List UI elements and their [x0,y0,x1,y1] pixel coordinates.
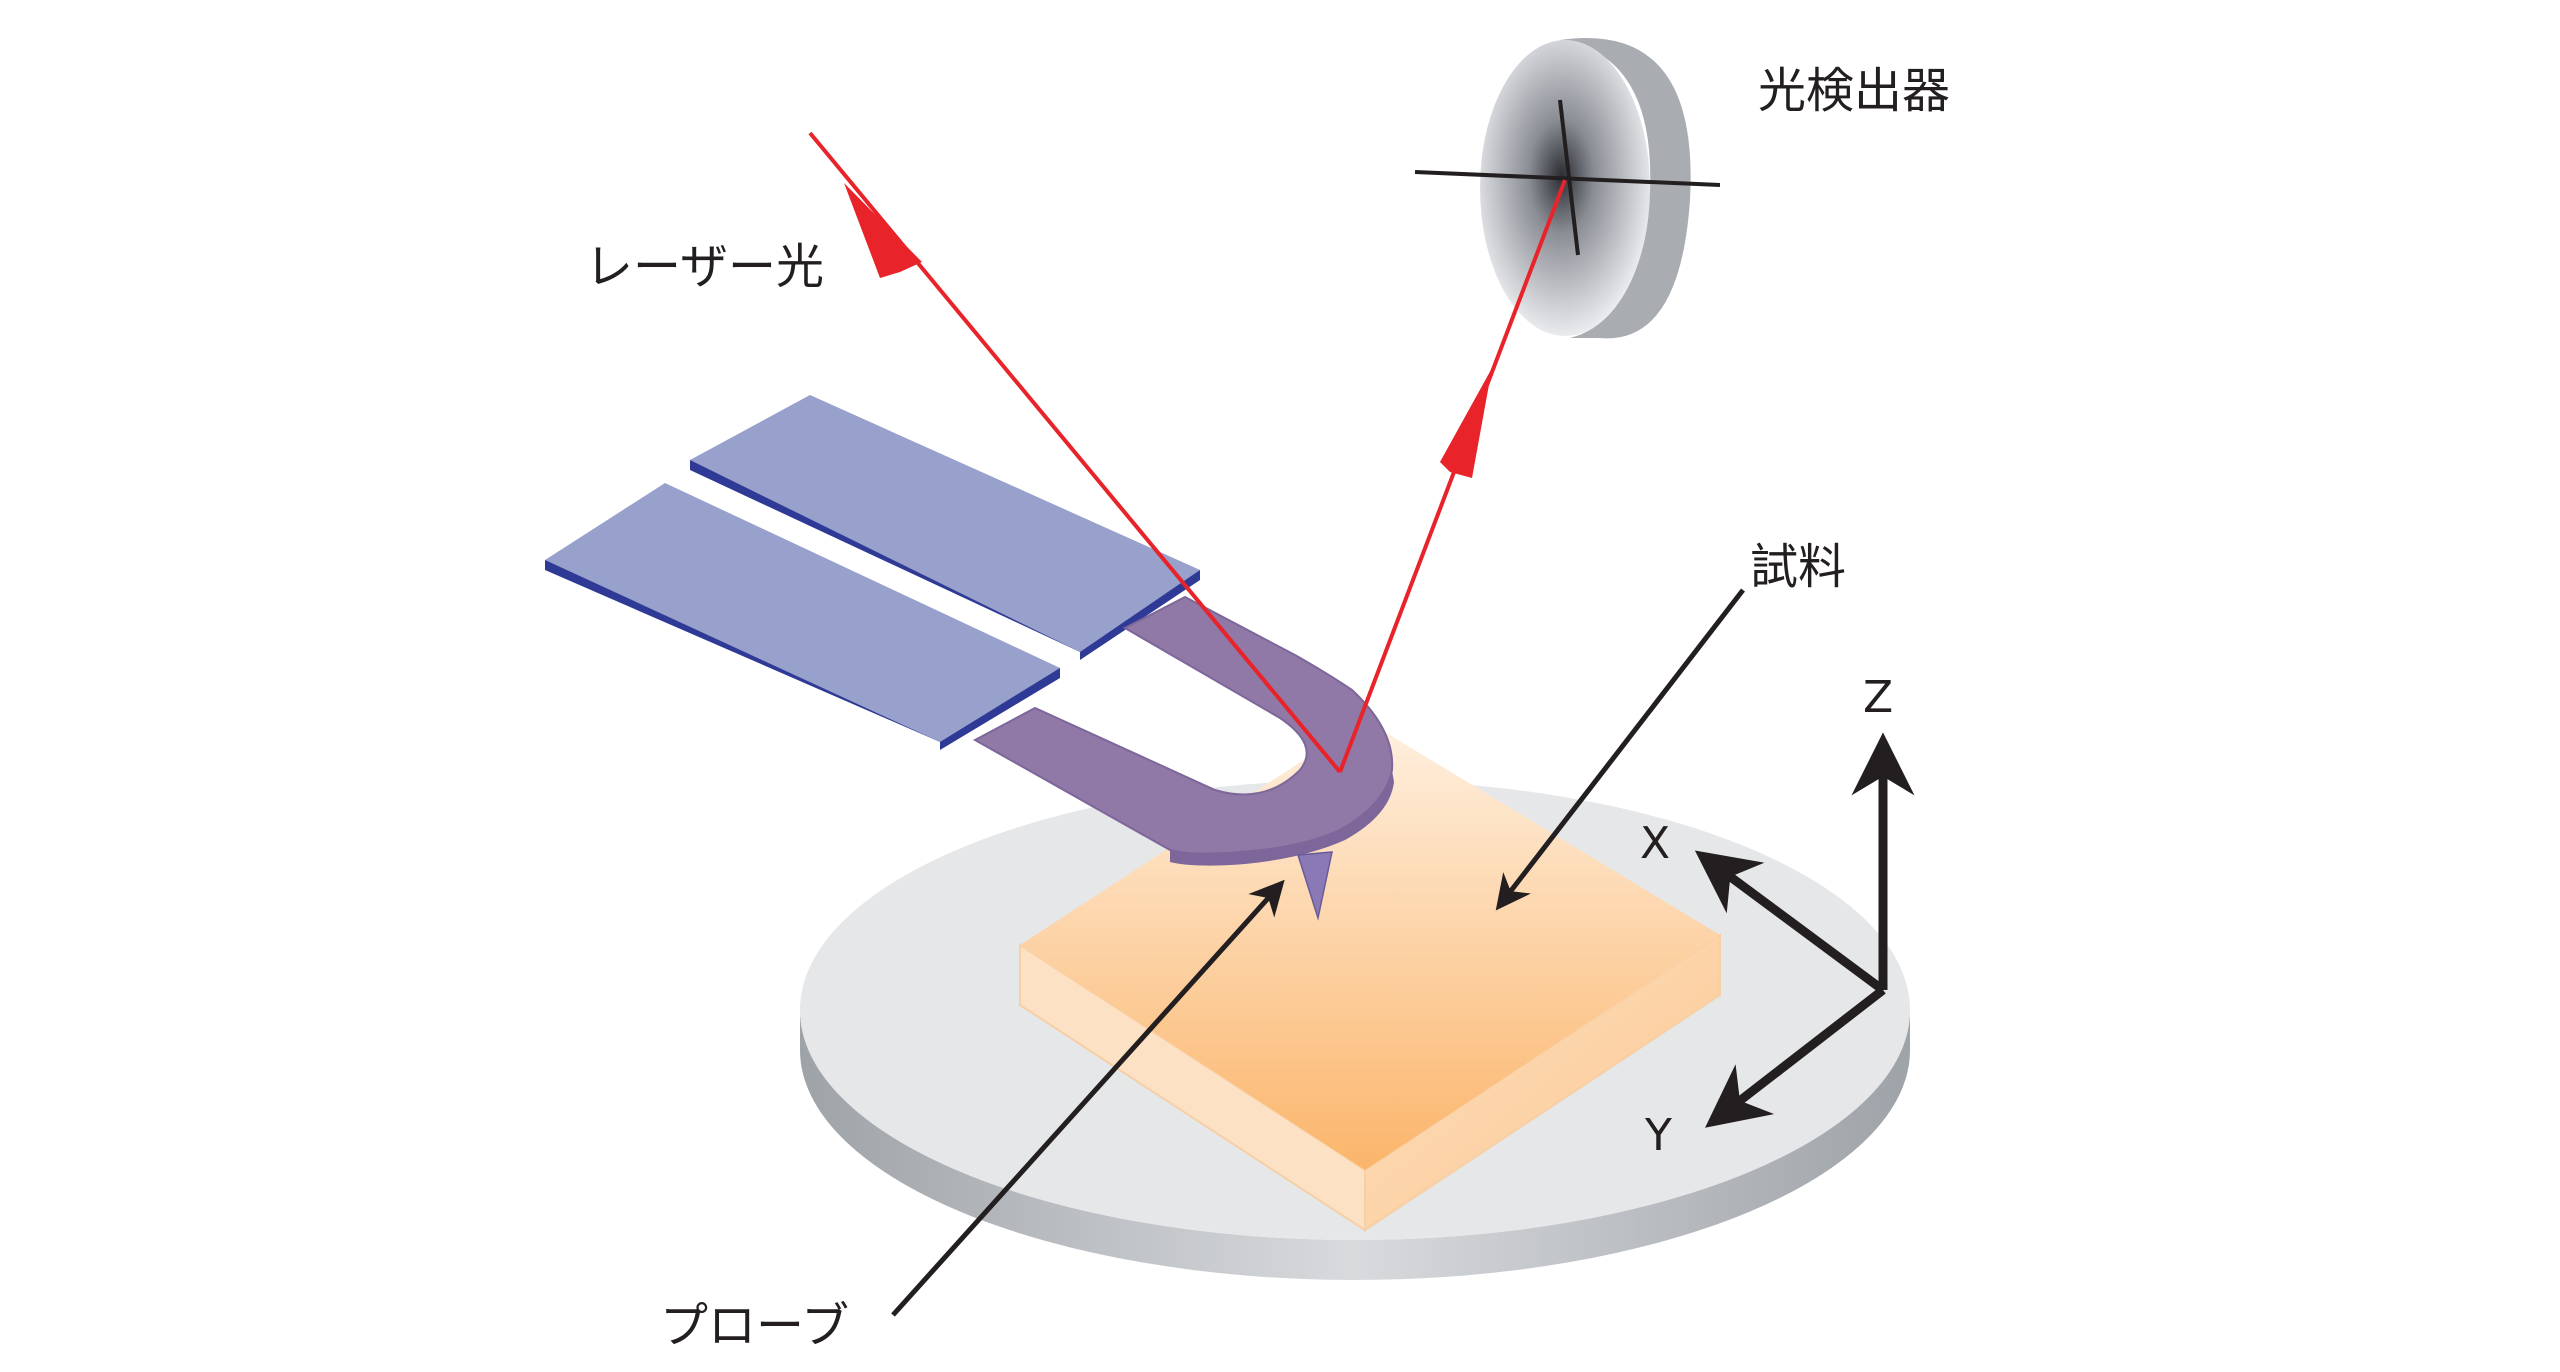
probe-tip [1297,851,1333,921]
detector-face [1480,40,1650,336]
laser-label: レーザー光 [585,239,824,295]
laser-incident-arrowhead [844,183,922,278]
cantilever-arm [972,595,1394,921]
detector-rim [1560,38,1691,339]
laser-reflected [1338,179,1567,773]
detector-label: 光検出器 [1758,63,1950,119]
base-plate-upper [690,395,1200,652]
sample-pointer-arrow [1495,588,1745,911]
axis-x-arrow [1694,850,1886,994]
stage-side [800,1010,1910,1280]
laser-reflected-arrowhead [1440,368,1492,478]
detector-crosshair-v [1558,99,1580,256]
cantilever-arm-thickness [1170,770,1394,866]
axis-y-label: Y [1644,1110,1672,1161]
cantilever-base [545,395,1200,750]
axis-x-label: X [1640,818,1670,869]
axis-y-arrow [1705,986,1886,1128]
base-plate-lower [545,483,1060,742]
probe-label: プローブ [660,1298,849,1354]
pointer-arrows [891,588,1745,1317]
axis-z-label: Z [1863,672,1893,723]
laser-beam [808,131,1567,774]
probe-pointer-arrow [891,879,1285,1317]
photodetector [1414,38,1721,339]
cantilever-arm-top [972,595,1394,855]
axis-indicator [1694,732,1915,1128]
sample-label: 試料 [1750,539,1846,595]
